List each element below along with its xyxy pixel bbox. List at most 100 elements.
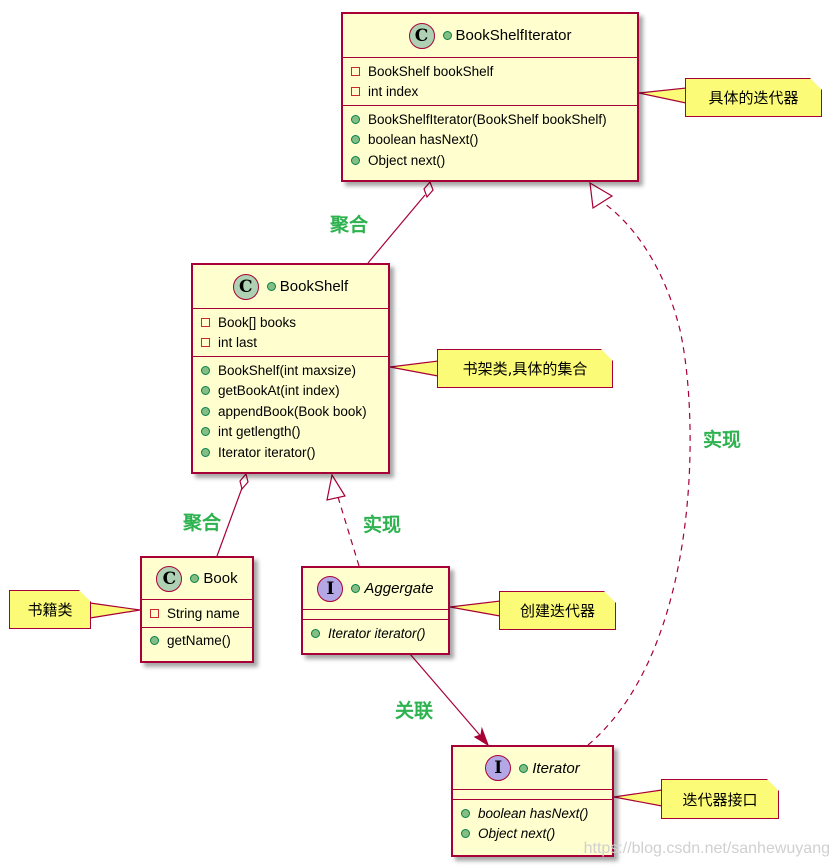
- private-visibility-icon: [150, 608, 159, 618]
- label-aggregation: 聚合: [330, 214, 369, 236]
- fields-section: [303, 610, 448, 620]
- realization-triangle: [589, 181, 614, 210]
- method-text: Object next(): [478, 826, 556, 842]
- public-visibility-icon: [190, 574, 200, 583]
- association-aggergate-iterator: [409, 653, 485, 741]
- method-row: boolean hasNext(): [351, 130, 629, 151]
- method-row: boolean hasNext(): [461, 803, 604, 824]
- public-visibility-icon: [461, 808, 470, 818]
- method-row: int getlength(): [201, 422, 380, 443]
- private-visibility-icon: [201, 338, 210, 348]
- private-visibility-icon: [351, 66, 360, 76]
- field-row: BookShelf bookShelf: [351, 61, 629, 82]
- fields-section: BookShelf bookShelf int index: [343, 58, 637, 106]
- public-visibility-icon: [442, 31, 452, 40]
- fields-section: [453, 790, 612, 800]
- public-visibility-icon: [201, 447, 210, 457]
- field-text: BookShelf bookShelf: [368, 63, 494, 79]
- note-concrete-iterator: 具体的迭代器: [685, 78, 822, 117]
- realization-iterator-bookshelfiterator: [587, 203, 691, 746]
- class-name: Aggergate: [364, 580, 434, 597]
- private-visibility-icon: [351, 87, 360, 97]
- note-bookshelf: 书架类,具体的集合: [437, 349, 613, 388]
- note-connector: [389, 360, 439, 377]
- class-name: Book: [203, 570, 238, 587]
- public-visibility-icon: [351, 114, 360, 124]
- class-header: I Aggergate: [303, 568, 448, 610]
- public-visibility-icon: [351, 135, 360, 145]
- method-text: appendBook(Book book): [218, 403, 367, 419]
- public-visibility-icon: [201, 427, 210, 437]
- method-row: BookShelf(int maxsize): [201, 360, 380, 381]
- public-visibility-icon: [266, 282, 276, 291]
- public-visibility-icon: [311, 628, 320, 638]
- class-name: BookShelfIterator: [455, 27, 572, 44]
- method-row: appendBook(Book book): [201, 401, 380, 422]
- note-iterator: 迭代器接口: [661, 779, 779, 819]
- label-realization: 实现: [363, 514, 402, 536]
- note-connector: [613, 789, 663, 807]
- method-row: Iterator iterator(): [201, 442, 380, 463]
- aggregation-diamond: [239, 472, 249, 491]
- association-arrow: [473, 726, 490, 747]
- method-text: getName(): [167, 633, 231, 649]
- realization-triangle: [326, 473, 346, 501]
- methods-section: Iterator iterator(): [303, 620, 448, 647]
- class-icon: C: [232, 273, 259, 300]
- method-row: Iterator iterator(): [311, 623, 440, 644]
- aggregation-book-bookshelf: [216, 487, 243, 557]
- watermark: https://blog.csdn.net/sanhewuyang: [583, 840, 830, 857]
- field-text: String name: [167, 605, 240, 621]
- method-text: BookShelf(int maxsize): [218, 362, 357, 378]
- field-row: int last: [201, 333, 380, 354]
- method-row: Object next(): [351, 150, 629, 171]
- field-row: Book[] books: [201, 312, 380, 333]
- public-visibility-icon: [351, 584, 361, 593]
- method-text: Object next(): [368, 152, 446, 168]
- method-row: getName(): [150, 631, 244, 652]
- class-header: C BookShelf: [193, 265, 388, 309]
- method-row: Object next(): [461, 824, 604, 845]
- aggregation-bookshelf-iterator: [367, 194, 426, 264]
- method-text: Iterator iterator(): [218, 444, 316, 460]
- method-text: BookShelfIterator(BookShelf bookShelf): [368, 111, 607, 127]
- aggregation-diamond: [423, 180, 434, 199]
- field-text: int index: [368, 84, 419, 100]
- method-text: getBookAt(int index): [218, 383, 340, 399]
- note-connector: [449, 600, 501, 617]
- note-book: 书籍类: [9, 590, 91, 629]
- class-icon: C: [408, 22, 435, 49]
- public-visibility-icon: [519, 763, 529, 773]
- field-row: int index: [351, 82, 629, 103]
- method-row: getBookAt(int index): [201, 381, 380, 402]
- class-icon: C: [156, 565, 183, 592]
- label-association: 关联: [395, 700, 434, 722]
- label-aggregation: 聚合: [183, 512, 222, 534]
- method-text: Iterator iterator(): [328, 625, 426, 641]
- fields-section: String name: [142, 600, 252, 628]
- public-visibility-icon: [351, 155, 360, 165]
- methods-section: BookShelfIterator(BookShelf bookShelf) bo…: [343, 106, 637, 174]
- note-aggergate: 创建迭代器: [499, 591, 616, 630]
- public-visibility-icon: [461, 829, 470, 839]
- private-visibility-icon: [201, 317, 210, 327]
- method-text: int getlength(): [218, 424, 301, 440]
- method-text: boolean hasNext(): [478, 805, 589, 821]
- class-name: BookShelf: [279, 278, 349, 295]
- interface-icon: I: [317, 575, 344, 602]
- methods-section: BookShelf(int maxsize) getBookAt(int inde…: [193, 357, 388, 466]
- methods-section: boolean hasNext() Object next(): [453, 800, 612, 847]
- public-visibility-icon: [201, 406, 210, 416]
- class-header: C Book: [142, 558, 252, 600]
- interface-icon: I: [485, 755, 512, 781]
- class-header: C BookShelfIterator: [343, 14, 637, 58]
- public-visibility-icon: [150, 636, 159, 646]
- field-row: String name: [150, 603, 244, 624]
